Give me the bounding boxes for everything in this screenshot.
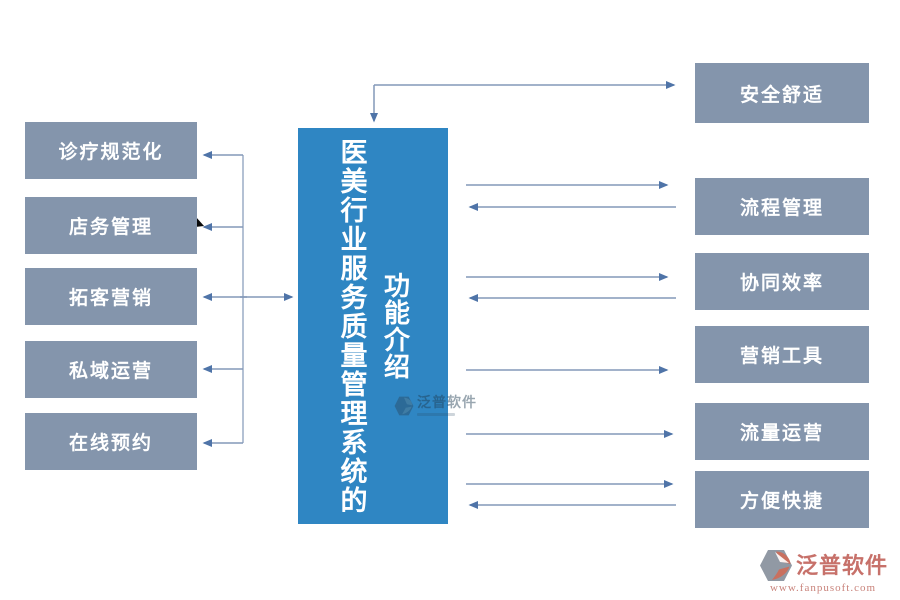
fanpu-logo-icon bbox=[759, 550, 792, 581]
center-title-sub: 功能介绍 bbox=[380, 272, 410, 380]
left-node-private-domain-operation: 私域运营 bbox=[25, 341, 197, 398]
left-node-store-management: 店务管理 bbox=[25, 197, 197, 254]
left-node-treatment-standardization: 诊疗规范化 bbox=[25, 122, 197, 179]
center-node-system-title: 医美行业服务质量管理系统的 功能介绍 bbox=[298, 128, 448, 524]
footer-brand-url: www.fanpusoft.com bbox=[769, 582, 877, 594]
right-node-marketing-tools: 营销工具 bbox=[695, 326, 869, 383]
right-node-convenient-fast: 方便快捷 bbox=[695, 471, 869, 528]
cursor-artifact-icon bbox=[195, 217, 204, 227]
right-node-traffic-operation: 流量运营 bbox=[695, 403, 869, 460]
right-node-safe-comfortable: 安全舒适 bbox=[695, 63, 869, 123]
footer-brand-row: 泛普软件 bbox=[758, 549, 888, 582]
left-node-customer-marketing: 拓客营销 bbox=[25, 268, 197, 325]
left-node-online-booking: 在线预约 bbox=[25, 413, 197, 470]
center-title-main: 医美行业服务质量管理系统的 bbox=[336, 137, 367, 515]
right-node-collaboration-efficiency: 协同效率 bbox=[695, 253, 869, 310]
right-node-process-management: 流程管理 bbox=[695, 178, 869, 235]
footer-brand-name: 泛普软件 bbox=[795, 552, 888, 578]
footer-brand-logo: 泛普软件 www.fanpusoft.com bbox=[758, 549, 888, 594]
